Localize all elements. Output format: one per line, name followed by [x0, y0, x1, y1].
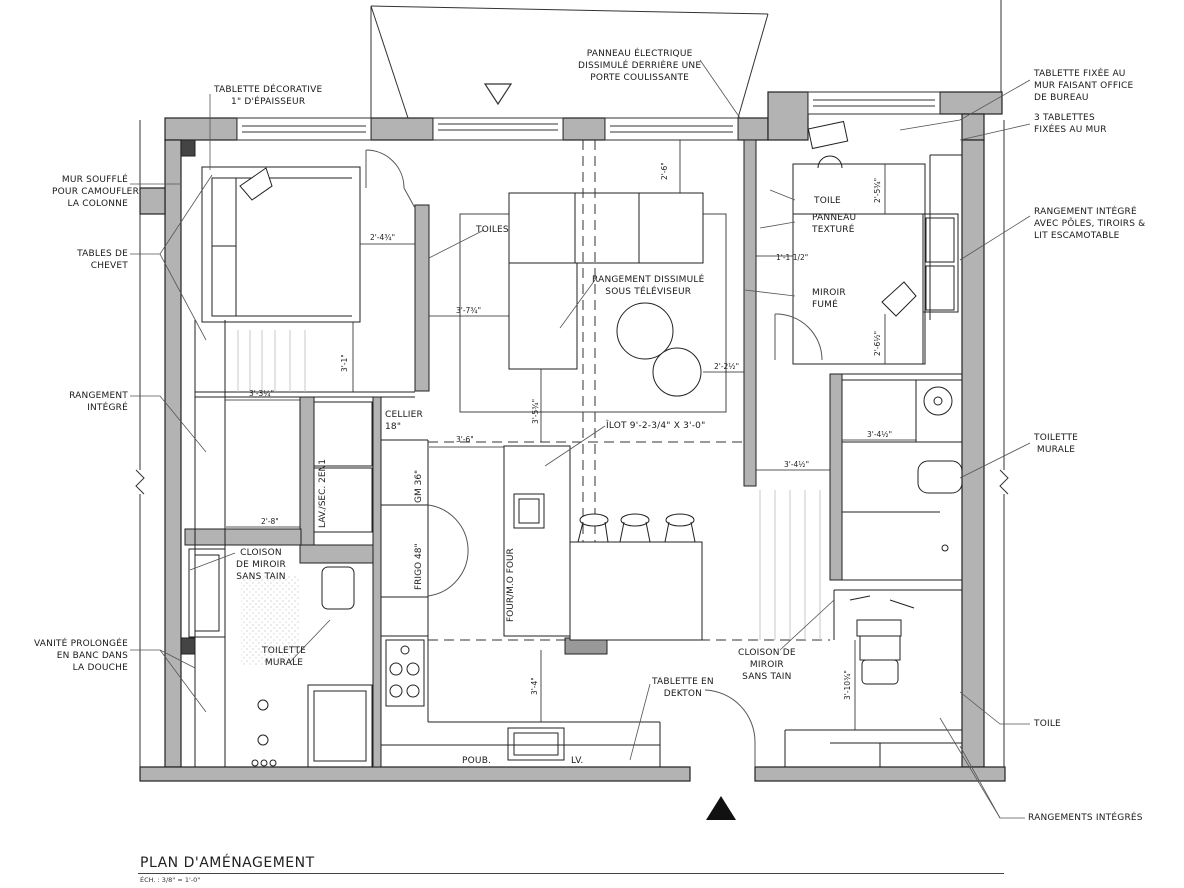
label-poubelle: POUB.: [462, 756, 492, 766]
label-frigo: FRIGO 48": [414, 543, 424, 590]
label-four: FOUR/M.O FOUR: [506, 548, 516, 622]
exterior-walls: [139, 91, 1006, 782]
dimension-label: 3'-4½": [867, 430, 893, 439]
label-lav-sec: LAV./SEC. 2EN1: [318, 459, 328, 528]
floor-hatch: [237, 330, 821, 640]
columns: [180, 139, 608, 655]
bathroom-left: [188, 548, 373, 768]
dimension-lines: [225, 140, 916, 730]
coffee-tables: [616, 302, 702, 397]
interior-walls: [184, 139, 843, 768]
label-toiles: TOILES: [476, 225, 509, 235]
plan-scale: ÉCH. : 3/8" = 1'-0": [140, 876, 201, 884]
stools: [577, 513, 696, 543]
dimension-label: 3'-3¼": [249, 389, 275, 398]
label-lave-vaisselle: LV.: [571, 756, 584, 766]
interior-lines: [194, 154, 962, 767]
dimension-label: 2'-4¾": [370, 233, 396, 242]
bed-left: [201, 166, 361, 323]
dimension-label: 2'-5¾": [873, 177, 882, 203]
dimension-label: 3'-4": [530, 677, 539, 695]
dimension-label: 2'-2½": [714, 362, 740, 371]
bathroom-right: [917, 386, 963, 552]
bed-right: [792, 163, 959, 365]
sofa: [508, 192, 704, 370]
kitchen-sink: [507, 727, 565, 761]
dimension-label: 3'-6": [456, 435, 474, 444]
label-toile-right: TOILE: [1034, 719, 1061, 729]
title-divider: [138, 873, 1004, 874]
plan-title: PLAN D'AMÉNAGEMENT: [140, 855, 315, 871]
dimension-label: 3'-10¾": [843, 670, 852, 700]
dimension-label: 3'-1": [340, 354, 349, 372]
cooktop: [385, 639, 425, 707]
balcony: [370, 0, 1002, 119]
label-gm: GM 36": [414, 469, 424, 503]
break-lines: [135, 120, 1009, 767]
dimension-label: 2'-6½": [873, 330, 882, 356]
dimension-label: 2'-6": [660, 162, 669, 180]
dimension-label: 3'-4½": [784, 460, 810, 469]
kitchen-island: [503, 445, 703, 641]
dimension-label: 2'-8": [261, 517, 279, 526]
label-ilot: ÎLOT 9'-2-3/4" X 3'-0": [606, 421, 706, 431]
dimension-label: 3'-7¾": [456, 306, 482, 315]
entry-arrow: [706, 796, 736, 820]
dimension-label: 3'-5¾": [531, 398, 540, 424]
windows: [236, 91, 941, 141]
desk-items: [807, 120, 915, 685]
dimension-label: 1'-1 1/2": [776, 253, 809, 262]
leader-lines: [130, 59, 1031, 819]
label-rangements-integres: RANGEMENTS INTÉGRÉS: [1028, 813, 1143, 823]
label-toile-top: TOILE: [814, 196, 841, 206]
